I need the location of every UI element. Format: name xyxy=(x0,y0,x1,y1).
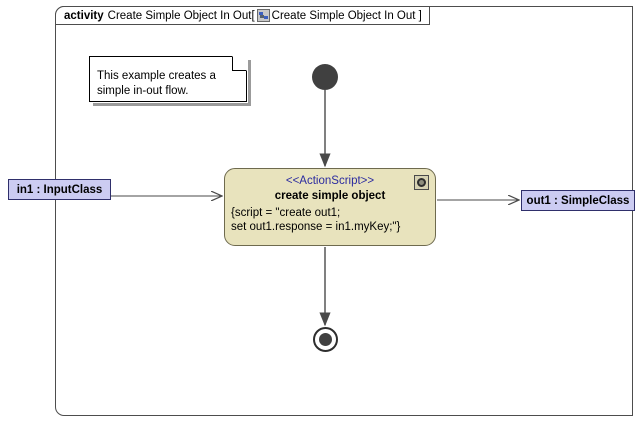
action-stereotype: <<ActionScript>> xyxy=(285,175,375,187)
note-shadow-right xyxy=(248,60,251,106)
action-title: create simple object xyxy=(274,190,386,202)
note-text-line-1: This example creates a xyxy=(97,70,216,82)
action-node-create-simple-object[interactable]: <<ActionScript>> create simple object {s… xyxy=(224,168,436,246)
frame-name: Create Simple Object In Out[ xyxy=(107,9,255,22)
frame-diagram-name: Create Simple Object In Out ] xyxy=(271,9,422,22)
activity-final-node[interactable] xyxy=(313,327,338,352)
frame-keyword: activity xyxy=(64,9,104,22)
diagram-icon xyxy=(256,9,270,22)
comment-note: This example creates a simple in-out flo… xyxy=(89,56,251,106)
activity-frame-header: activity Create Simple Object In Out[ Cr… xyxy=(55,6,430,25)
initial-node[interactable] xyxy=(312,64,338,90)
note-text-line-2: simple in-out flow. xyxy=(97,85,189,97)
output-pin-out1[interactable]: out1 : SimpleClass xyxy=(521,190,635,211)
note-shadow-bottom xyxy=(93,103,251,106)
action-script-body: {script = "create out1; set out1.respons… xyxy=(225,206,435,234)
action-behavior-icon xyxy=(414,175,429,190)
input-pin-in1[interactable]: in1 : InputClass xyxy=(8,179,111,200)
action-script-line-1: {script = "create out1; xyxy=(231,207,341,219)
action-script-line-2: set out1.response = in1.myKey;"} xyxy=(231,221,401,233)
